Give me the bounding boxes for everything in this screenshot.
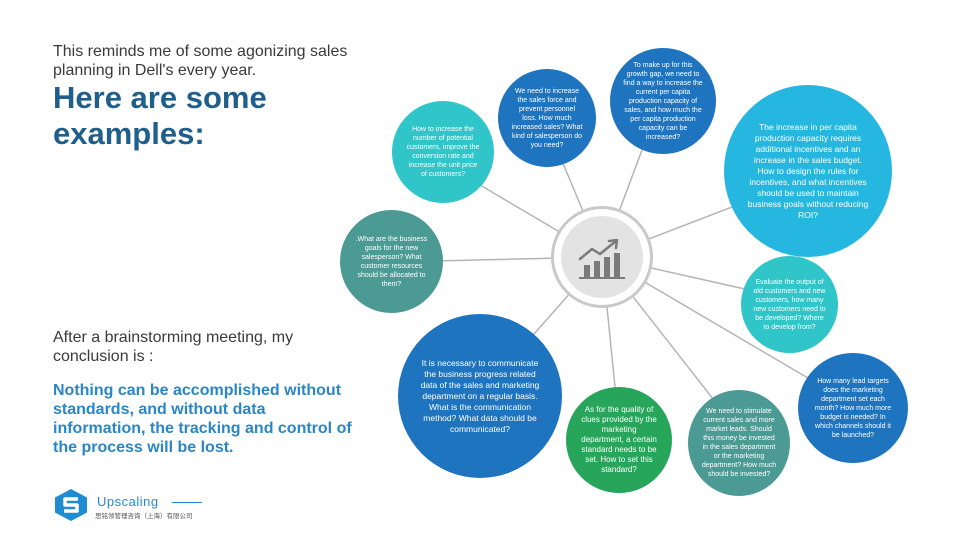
bubble-communication: It is necessary to communicate the busin…: [398, 314, 562, 478]
intro-text: This reminds me of some agonizing sales …: [53, 43, 348, 79]
bubble-potential-customers: How to increase the number of potential …: [392, 101, 494, 203]
brand-name: Upscaling: [97, 494, 159, 509]
bubble-growth-gap: To make up for this growth gap, we need …: [610, 48, 716, 154]
bubble-lead-targets: How many lead targets does the marketing…: [798, 353, 908, 463]
center-hub: [551, 206, 653, 308]
conclusion-text: Nothing can be accomplished without stan…: [53, 382, 352, 456]
brand-divider: [172, 502, 202, 503]
after-meeting-text: After a brainstorming meeting, my conclu…: [53, 329, 294, 365]
bubble-clue-quality: As for the quality of clues provided by …: [566, 387, 672, 493]
upscaling-s-logo: [53, 488, 89, 527]
headline: Here are some examples:: [53, 80, 267, 151]
bubble-old-new-customers: Evaluate the output of old customers and…: [741, 256, 838, 353]
growth-chart-icon: [578, 238, 625, 279]
bubble-incentives: The increase in per capita production ca…: [724, 85, 892, 257]
bubble-sales-force: We need to increase the sales force and …: [498, 69, 596, 167]
bubble-investment: We need to stimulate current sales and m…: [688, 390, 790, 496]
brand-subtitle: 思铭领管理咨询（上海）有限公司: [95, 513, 193, 520]
bubble-new-salesperson: .What are the business goals for the new…: [340, 210, 443, 313]
